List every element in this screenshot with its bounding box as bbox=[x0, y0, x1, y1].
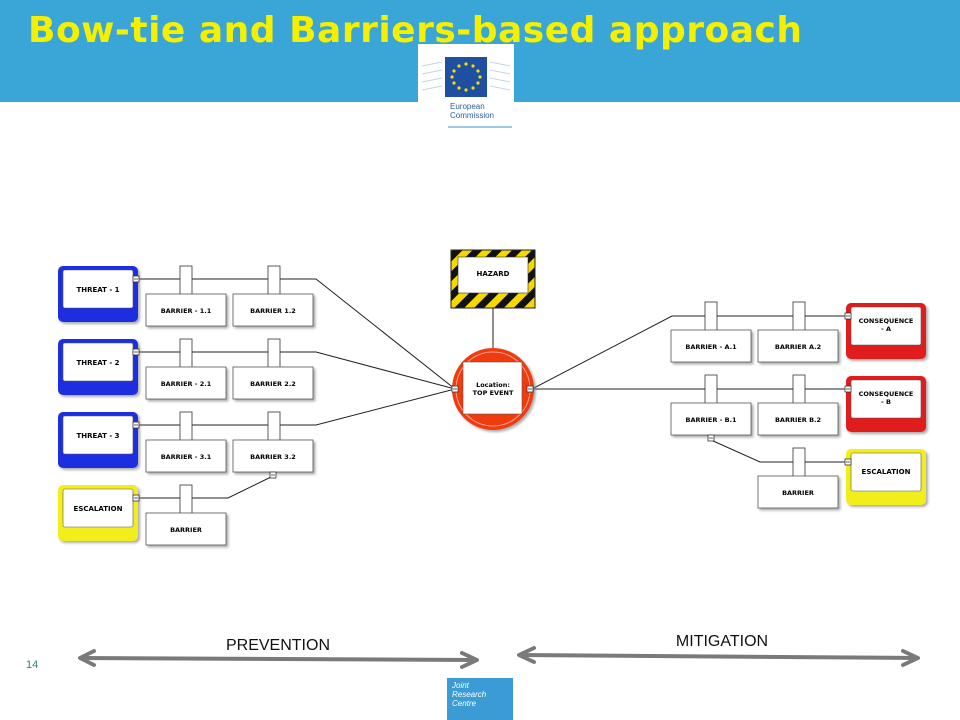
barrier-b-2[interactable]: BARRIER B.2 bbox=[757, 374, 839, 436]
barrier-2-2[interactable]: BARRIER 2.2 bbox=[232, 338, 314, 400]
barrier-left-escalation-label: BARRIER bbox=[170, 526, 202, 534]
mitigation-label: MITIGATION bbox=[676, 633, 768, 650]
barrier-3-2[interactable]: BARRIER 3.2 bbox=[232, 411, 314, 479]
barrier-a-1[interactable]: BARRIER - A.1 bbox=[670, 301, 752, 363]
barrier-3-1-label: BARRIER - 3.1 bbox=[161, 453, 212, 461]
threat3-line bbox=[138, 388, 456, 426]
consequence-a-line2: - A bbox=[881, 325, 891, 333]
european-commission-logo: European Commission bbox=[418, 44, 514, 132]
barrier-3-2-label: BARRIER 3.2 bbox=[250, 453, 296, 461]
hazard-label: HAZARD bbox=[477, 270, 510, 278]
barrier-b-2-label: BARRIER B.2 bbox=[775, 416, 821, 424]
barrier-a-1-label: BARRIER - A.1 bbox=[685, 343, 737, 351]
escalation-right-line bbox=[710, 439, 848, 463]
ec-logo-text: European Commission bbox=[450, 102, 494, 120]
barrier-2-2-label: BARRIER 2.2 bbox=[250, 380, 296, 388]
hazard-box[interactable]: HAZARD bbox=[450, 249, 536, 309]
top-event-line2: TOP EVENT bbox=[473, 389, 514, 397]
consequence-b-line1: CONSEQUENCE bbox=[859, 390, 914, 398]
threat-label-3: THREAT - 3 bbox=[76, 432, 119, 440]
top-event[interactable]: Location: TOP EVENT bbox=[451, 348, 534, 430]
barrier-right-escalation[interactable]: BARRIER bbox=[757, 447, 839, 509]
consequence-box-b[interactable]: CONSEQUENCE - B bbox=[844, 376, 926, 432]
page-number: 14 bbox=[26, 659, 39, 671]
threat-label-1: THREAT - 1 bbox=[76, 286, 119, 294]
jrc-logo-line1: Joint bbox=[452, 681, 469, 690]
threat2-line bbox=[138, 351, 456, 390]
ec-logo-line2: Commission bbox=[450, 111, 495, 120]
barrier-b-1-label: BARRIER - B.1 bbox=[685, 416, 737, 424]
threat-label-2: THREAT - 2 bbox=[76, 359, 119, 367]
barrier-2-1-label: BARRIER - 2.1 bbox=[161, 380, 212, 388]
barrier-a-2-label: BARRIER A.2 bbox=[775, 343, 821, 351]
barrier-1-1-label: BARRIER - 1.1 bbox=[161, 307, 212, 315]
top-event-line1: Location: bbox=[476, 381, 510, 389]
barrier-2-1[interactable]: BARRIER - 2.1 bbox=[145, 338, 227, 400]
escalation-left-line bbox=[138, 475, 274, 499]
mitigation-arrow bbox=[517, 646, 920, 667]
barrier-3-1[interactable]: BARRIER - 3.1 bbox=[145, 411, 227, 473]
jrc-logo-text: Joint Research Centre bbox=[452, 681, 486, 708]
threat-box-3[interactable]: THREAT - 3 bbox=[58, 412, 140, 468]
consequence-b-line2: - B bbox=[881, 398, 891, 406]
jrc-logo: Joint Research Centre bbox=[447, 678, 513, 720]
consequence-box-a[interactable]: CONSEQUENCE - A bbox=[844, 303, 926, 359]
escalation-right-label: ESCALATION bbox=[862, 468, 911, 476]
consequence-a-line1: CONSEQUENCE bbox=[859, 317, 914, 325]
barrier-1-2[interactable]: BARRIER 1.2 bbox=[232, 265, 314, 327]
barrier-right-escalation-label: BARRIER bbox=[782, 489, 814, 497]
prevention-arrow bbox=[78, 649, 479, 669]
escalation-box-right[interactable]: ESCALATION bbox=[844, 449, 926, 505]
eu-flag-icon bbox=[421, 57, 512, 128]
barrier-1-2-label: BARRIER 1.2 bbox=[250, 307, 296, 315]
threat-box-2[interactable]: THREAT - 2 bbox=[58, 339, 140, 395]
barrier-b-1[interactable]: BARRIER - B.1 bbox=[670, 374, 752, 442]
escalation-left-label: ESCALATION bbox=[74, 505, 123, 513]
barrier-left-escalation[interactable]: BARRIER bbox=[145, 484, 227, 546]
threat1-line bbox=[138, 278, 456, 390]
prevention-label: PREVENTION bbox=[226, 637, 330, 654]
escalation-box-left[interactable]: ESCALATION bbox=[58, 485, 140, 541]
barrier-a-2[interactable]: BARRIER A.2 bbox=[757, 301, 839, 363]
jrc-logo-line3: Centre bbox=[452, 699, 477, 708]
slide-title: Bow-tie and Barriers-based approach bbox=[28, 10, 803, 51]
barrier-1-1[interactable]: BARRIER - 1.1 bbox=[145, 265, 227, 327]
jrc-logo-line2: Research bbox=[452, 690, 487, 699]
consequence-a-line bbox=[531, 315, 848, 390]
threat-box-1[interactable]: THREAT - 1 bbox=[58, 266, 140, 322]
ec-logo-line1: European bbox=[450, 102, 485, 111]
